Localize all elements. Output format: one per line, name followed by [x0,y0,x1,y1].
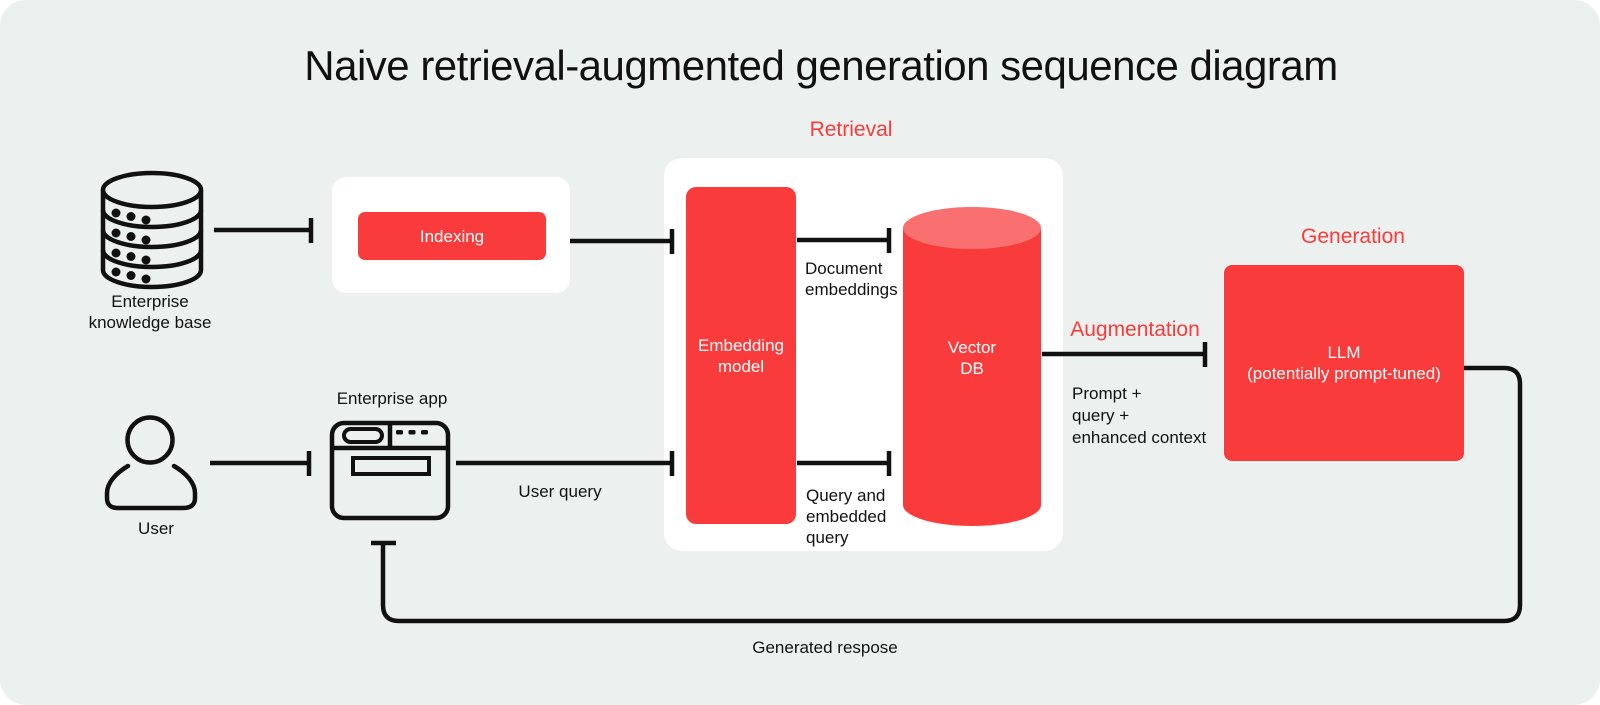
node-vector-db-label: Vector DB [903,250,1041,465]
document-embeddings-line1: Document [805,259,883,278]
browser-icon [329,420,451,521]
document-embeddings-line2: embeddings [805,280,898,299]
knowledge-base-label: Enterprise knowledge base [89,291,212,333]
knowledge-base-label-line1: Enterprise [111,292,189,311]
edge-label-document-embeddings: Document embeddings [805,258,898,300]
node-embedding-model: Embedding model [686,187,796,524]
edge-label-prompt-context: Prompt + query + enhanced context [1072,383,1206,449]
page-title: Naive retrieval-augmented generation seq… [304,42,1338,89]
llm-label-line1: LLM [1327,343,1361,362]
section-label-generation: Generation [1301,225,1405,248]
edge-label-user-query: User query [518,482,602,501]
connector-vectordb-to-llm [1042,342,1208,367]
embedding-model-label-line1: Embedding [697,335,784,355]
prompt-context-line2: query + [1072,406,1130,425]
section-label-retrieval: Retrieval [809,118,893,141]
vector-db-label-line1: Vector [947,337,997,357]
connector-kb-to-indexing [214,218,314,243]
prompt-context-line3: enhanced context [1072,428,1207,447]
embedding-model-label-line2: model [717,356,765,376]
knowledge-base-label-line2: knowledge base [88,313,212,332]
enterprise-app-label: Enterprise app [336,389,448,408]
database-icon [100,170,204,290]
query-embedded-line2: embedded [806,507,887,526]
connector-user-to-app [210,451,312,476]
edge-label-query-embedded: Query and embedded query [806,485,886,548]
query-embedded-line3: query [806,528,849,547]
user-icon [104,415,198,511]
edge-label-generated-response: Generated respose [752,638,898,657]
query-embedded-line1: Query and [806,486,886,505]
llm-label-line2: (potentially prompt-tuned) [1247,364,1441,383]
vector-db-label-line2: DB [960,358,984,378]
node-indexing-label: Indexing [419,226,485,246]
section-label-augmentation: Augmentation [1070,318,1200,341]
prompt-context-line1: Prompt + [1072,384,1142,403]
connector-app-to-embedding [456,451,675,476]
node-llm: LLM (potentially prompt-tuned) [1224,265,1464,461]
user-label: User [138,519,174,538]
connector-indexing-to-embedding [570,229,675,254]
node-indexing: Indexing [358,212,546,260]
